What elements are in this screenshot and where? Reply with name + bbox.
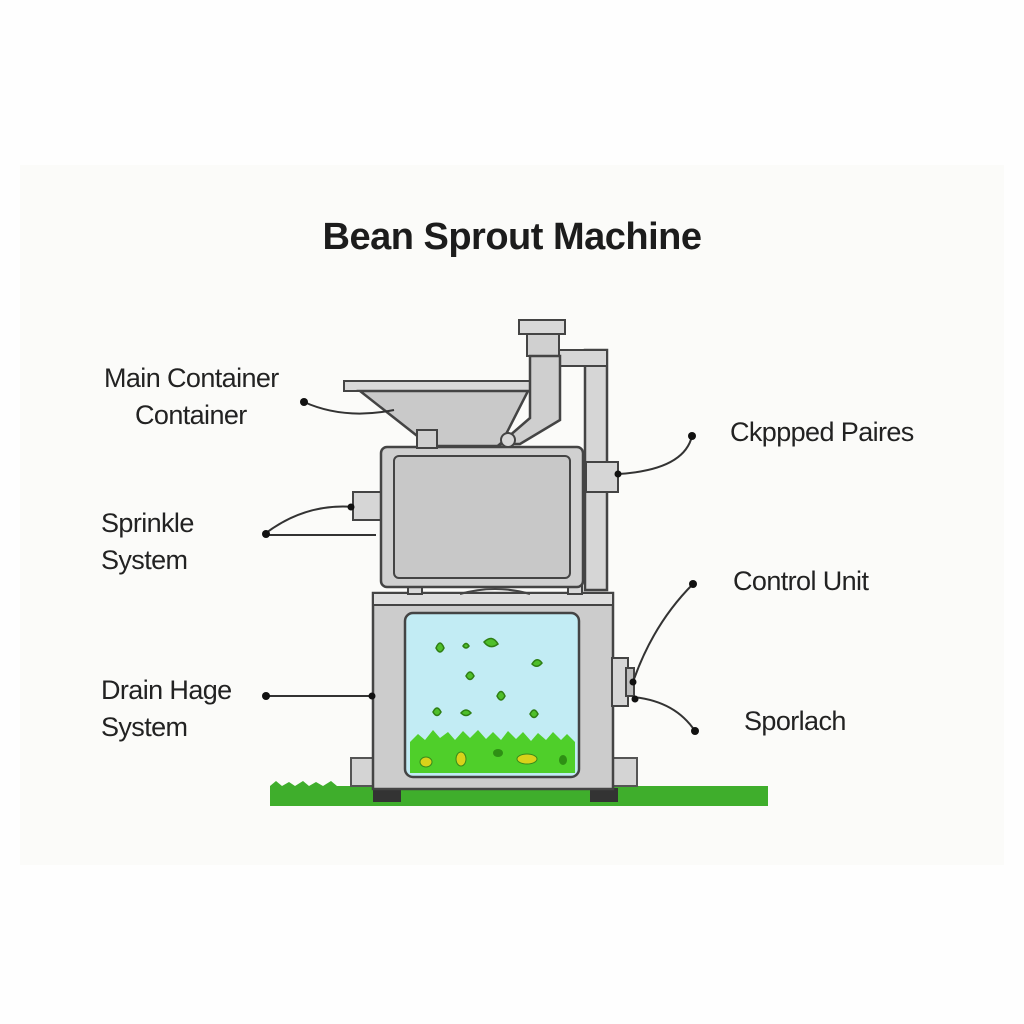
- label-sprinkle-line2: System: [101, 545, 188, 575]
- label-main-container: Main Container Container: [104, 360, 279, 434]
- label-drainage-line1: Drain Hage: [101, 675, 232, 705]
- diagram-title: Bean Sprout Machine: [322, 216, 703, 258]
- foot-right: [590, 788, 618, 802]
- label-sporlach: Sporlach: [744, 706, 846, 736]
- sprout-bed: [410, 730, 575, 773]
- feeder-cap: [518, 319, 566, 335]
- hopper-funnel: [356, 389, 531, 448]
- seeds: [419, 749, 567, 768]
- neck-center: [459, 588, 531, 595]
- label-control-unit: Control Unit: [733, 566, 869, 596]
- hopper-lip: [343, 380, 533, 392]
- side-nozzle-left: [352, 491, 384, 521]
- label-sprinkle-line1: Sprinkle: [101, 508, 194, 538]
- leader-control-unit: [632, 583, 694, 683]
- pipe-elbow: [555, 349, 608, 367]
- label-drainage-system: Drain Hage System: [101, 672, 232, 746]
- leader-chopped-pairs: [617, 435, 693, 475]
- leader-sprinkle-upper: [265, 505, 355, 534]
- feeder-joint: [500, 432, 516, 448]
- label-sprinkle-system: Sprinkle System: [101, 505, 194, 579]
- upper-container-inner: [393, 455, 571, 579]
- label-main-container-line2: Container: [135, 400, 247, 430]
- side-nozzle-right: [585, 461, 619, 493]
- label-drainage-line2: System: [101, 712, 188, 742]
- leader-main-container: [303, 401, 395, 415]
- lower-tank-rim: [372, 592, 614, 606]
- label-chopped-pairs: Ckppped Paires: [730, 417, 914, 447]
- label-main-container-line1: Main Container: [104, 363, 279, 393]
- feeder-neck: [526, 333, 560, 357]
- foot-left: [373, 788, 401, 802]
- leader-sporlach: [632, 696, 696, 732]
- floating-leaves: [432, 637, 543, 719]
- leader-lines: [265, 401, 696, 732]
- hopper-spout: [416, 429, 438, 449]
- leader-dots: [262, 398, 699, 735]
- feeder-tube: [496, 354, 562, 446]
